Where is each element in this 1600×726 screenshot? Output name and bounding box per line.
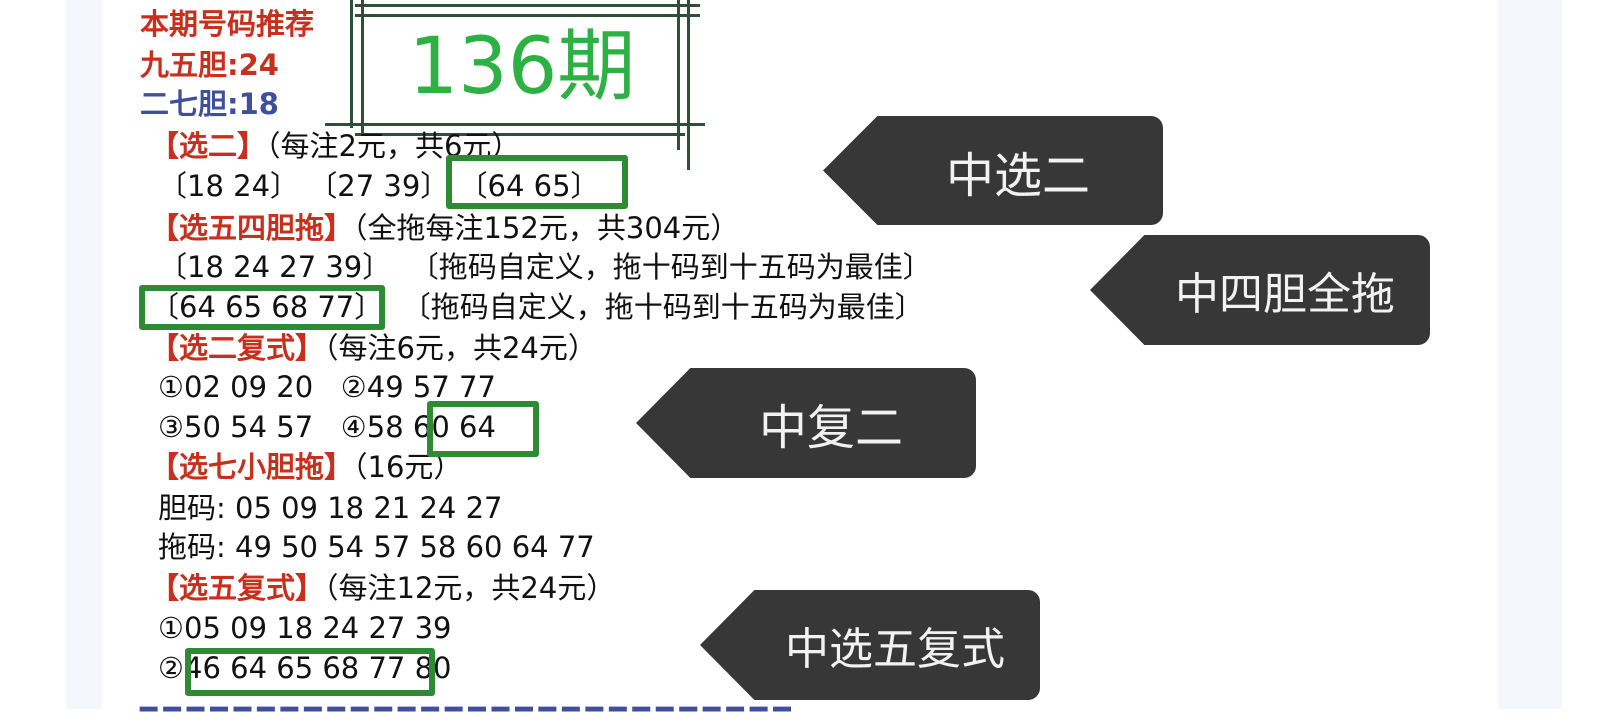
pick7-tuo: 拖码: 49 50 54 57 58 60 64 77 xyxy=(158,530,595,564)
frame-line xyxy=(687,0,690,170)
tuo-note: 〔拖码自定义，拖十码到十五码为最佳〕 xyxy=(401,290,924,324)
page-title: 本期号码推荐 xyxy=(140,7,315,41)
item-hit: 46 64 65 68 77 xyxy=(184,651,406,685)
hit-box xyxy=(185,648,435,696)
pick5-4dan-row: 〔64 65 68 77〕 〔拖码自定义，拖十码到十五码为最佳〕 xyxy=(150,287,924,327)
frame-line xyxy=(355,14,700,17)
group: 〔27 39〕 xyxy=(308,169,450,203)
dan-group: 〔18 24 27 39〕 xyxy=(158,250,392,284)
issue-number: 136期 xyxy=(408,22,636,112)
callout-multi2: 中复二 xyxy=(636,368,976,478)
frame-line xyxy=(350,0,353,128)
right-margin xyxy=(1498,0,1562,709)
tuo-note: 〔拖码自定义，拖十码到十五码为最佳〕 xyxy=(409,250,932,284)
section-label: 【选七小胆拖】 xyxy=(150,450,354,484)
callout-pick5-multi: 中选五复式 xyxy=(700,590,1040,700)
hit-box xyxy=(427,401,539,457)
pick2-multi-row: ③50 54 57 ④58 60 64 xyxy=(158,407,496,447)
frame-line xyxy=(355,4,700,7)
pick2-groups: 〔18 24〕 〔27 39〕 〔64 65〕 xyxy=(158,166,600,206)
pick7-dan: 胆码: 05 09 18 21 24 27 xyxy=(158,491,503,525)
pick2-multi-header: 【选二复式】（每注6元，共24元） xyxy=(150,328,597,368)
section-label: 【选五复式】 xyxy=(150,571,325,605)
frame-line xyxy=(325,123,705,126)
combo-hit: 60 64 xyxy=(412,410,496,444)
left-margin xyxy=(66,0,102,709)
pick2-multi-row: ①02 09 20 ②49 57 77 xyxy=(158,367,496,407)
combo: ④58 xyxy=(340,410,404,444)
cut-off-line: ━━━━━━━━━━━━━━━━━━━━━━━━━━━━ xyxy=(140,692,797,726)
callout-pick2: 中选二 xyxy=(823,116,1163,225)
frame-line xyxy=(361,0,364,135)
pick5-4dan-header: 【选五四胆拖】（全拖每注152元，共304元） xyxy=(150,208,739,248)
section-label: 【选五四胆拖】 xyxy=(150,211,354,245)
dan-95: 九五胆:24 xyxy=(140,48,279,82)
group: 〔64 65〕 xyxy=(458,169,600,203)
item-prefix: ② xyxy=(158,651,184,685)
dan-group: 〔64 65 68 77〕 xyxy=(150,290,384,324)
combo: ①02 09 20 xyxy=(158,370,314,404)
section-label: 【选二复式】 xyxy=(150,331,325,365)
dan-27: 二七胆:18 xyxy=(140,87,279,121)
section-note: （每注6元，共24元） xyxy=(324,331,597,365)
hit-box xyxy=(446,155,628,209)
section-note: （每注12元，共24元） xyxy=(324,571,616,605)
section-label: 【选二】 xyxy=(150,129,267,163)
section-note: （全拖每注152元，共304元） xyxy=(353,211,740,245)
pick5-multi-header: 【选五复式】（每注12元，共24元） xyxy=(150,568,615,608)
frame-line xyxy=(677,0,680,150)
pick5-4dan-row: 〔18 24 27 39〕 〔拖码自定义，拖十码到十五码为最佳〕 xyxy=(158,247,932,287)
combo: ②49 57 77 xyxy=(340,370,496,404)
pick7-header: 【选七小胆拖】（16元） xyxy=(150,447,462,487)
group: 〔18 24〕 xyxy=(158,169,300,203)
pick5-multi-item: ①05 09 18 24 27 39 xyxy=(158,611,452,645)
frame-line xyxy=(355,133,685,136)
hit-box xyxy=(139,285,385,330)
combo: ③50 54 57 xyxy=(158,410,314,444)
callout-4dan: 中四胆全拖 xyxy=(1090,235,1430,345)
